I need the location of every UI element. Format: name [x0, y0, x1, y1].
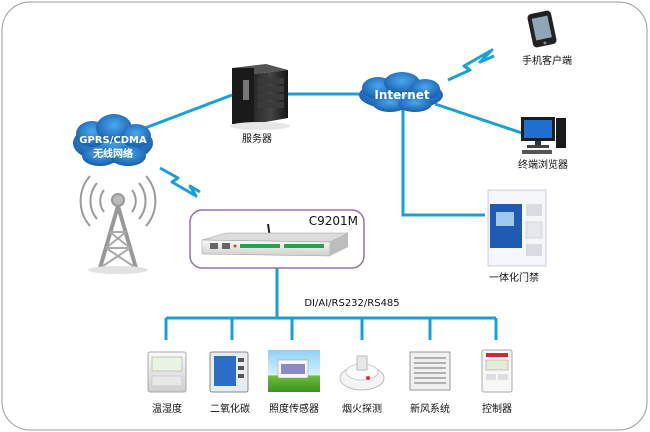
gprs-sub-label: 无线网络 [92, 147, 133, 160]
access-control-icon [487, 189, 547, 267]
smoke-detector-icon [339, 355, 385, 391]
connection-lines [144, 92, 526, 340]
sensor-label-co2: 二氧化碳 [210, 402, 250, 415]
sensor-label-controller: 控制器 [482, 402, 512, 415]
temperature-humidity-sensor-icon [147, 351, 187, 393]
terminal-computer-icon [521, 117, 566, 154]
sensor-label-smoke: 烟火探测 [342, 402, 382, 415]
controller-unit-icon [481, 349, 513, 393]
mobile-phone-icon [527, 10, 557, 48]
sensor-label-temperature-humidity: 温湿度 [152, 402, 182, 415]
illuminance-sensor-icon [268, 350, 320, 392]
mobile-client-label: 手机客户端 [522, 54, 572, 67]
co2-sensor-icon [209, 351, 249, 393]
server-label: 服务器 [242, 132, 272, 145]
controller-model-label: C9201M [309, 214, 358, 228]
internet-to-access-line [401, 108, 485, 217]
gprs-to-server-line [144, 93, 233, 130]
bus-label: DI/AI/RS232/RS485 [304, 298, 399, 309]
access-control-label: 一体化门禁 [489, 271, 539, 284]
fresh-air-system-icon [409, 351, 451, 391]
cell-tower-icon [79, 175, 157, 274]
internet-cloud-icon [359, 72, 443, 112]
internet-to-terminal-line [434, 102, 526, 136]
controller-device-icon [201, 223, 349, 257]
sensor-label-fresh-air: 新风系统 [410, 402, 450, 415]
server-icon [230, 64, 290, 130]
sensor-label-illuminance: 照度传感器 [269, 402, 319, 415]
gprs-cloud-icon [73, 114, 153, 166]
terminal-browser-label: 终端浏览器 [518, 158, 568, 171]
gprs-label: GPRS/CDMA [79, 135, 147, 146]
wireless-signal-icon-1 [159, 166, 201, 198]
internet-label: Internet [374, 88, 429, 102]
wireless-signal-icon-2 [447, 48, 495, 82]
